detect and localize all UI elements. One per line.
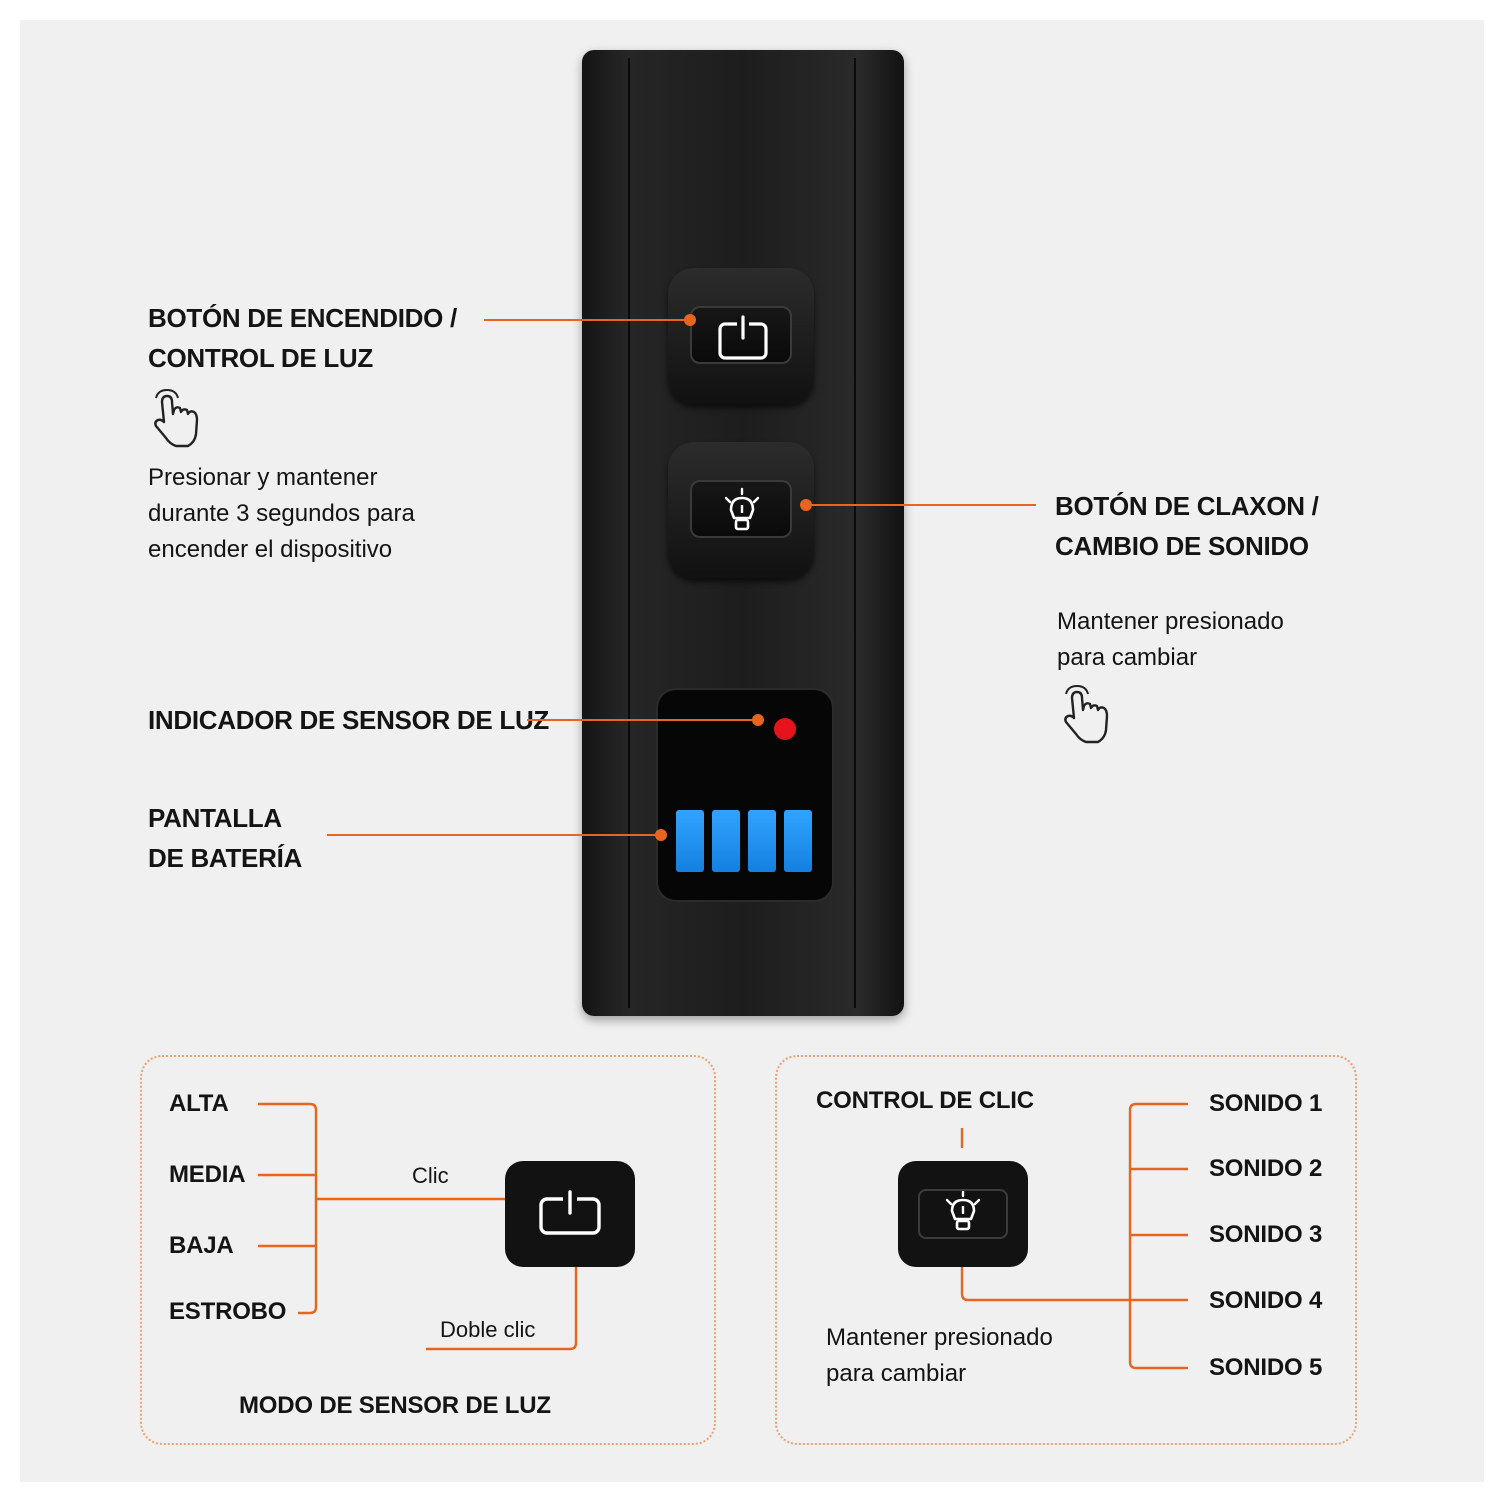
hand-press-icon <box>154 388 199 448</box>
horn-icon <box>724 487 760 531</box>
click-control-title: CONTROL DE CLIC <box>816 1087 1034 1114</box>
battery-bar <box>676 810 704 872</box>
device-edge-groove <box>628 58 630 1008</box>
mode-alta: ALTA <box>169 1090 229 1117</box>
horn-button-description: Mantener presionado para cambiar <box>1057 608 1284 671</box>
power-icon <box>539 1190 601 1235</box>
sound-option-5: SONIDO 5 <box>1209 1354 1323 1381</box>
sound-option-2: SONIDO 2 <box>1209 1155 1323 1182</box>
horn-icon <box>945 1189 981 1231</box>
battery-display-heading: PANTALLA DE BATERÍA <box>148 803 302 873</box>
sensor-indicator-heading: INDICADOR DE SENSOR DE LUZ <box>148 705 550 735</box>
hand-press-icon <box>1064 684 1109 744</box>
power-button-description: Presionar y mantener durante 3 segundos … <box>148 464 415 563</box>
bike-light-device <box>582 50 904 1016</box>
battery-display-leader-dot <box>655 829 667 841</box>
horn-button-mini-face <box>918 1189 1008 1239</box>
power-button-mini <box>505 1161 635 1267</box>
mode-media: MEDIA <box>169 1161 246 1188</box>
battery-bar <box>712 810 740 872</box>
sound-mode-box <box>775 1055 1357 1445</box>
light-mode-connector-lines <box>258 1102 578 1351</box>
sound-connector-lines <box>960 1102 1188 1370</box>
battery-bar <box>748 810 776 872</box>
horn-button-leader-line <box>806 504 1036 506</box>
click-label: Clic <box>412 1163 449 1188</box>
power-button-leader-dot <box>684 314 696 326</box>
horn-button-heading: BOTÓN DE CLAXON / CAMBIO DE SONIDO <box>1055 491 1319 561</box>
light-mode-box <box>140 1055 716 1445</box>
battery-bar <box>784 810 812 872</box>
power-button[interactable] <box>668 268 814 404</box>
mode-estrobo: ESTROBO <box>169 1298 287 1325</box>
power-button-leader-line <box>484 319 689 321</box>
power-button-face <box>690 306 792 364</box>
sound-option-3: SONIDO 3 <box>1209 1221 1323 1248</box>
battery-display-leader-line <box>327 834 661 836</box>
light-mode-title: MODO DE SENSOR DE LUZ <box>239 1392 551 1419</box>
sound-hold-description: Mantener presionado para cambiar <box>826 1324 1053 1387</box>
power-icon <box>718 315 768 360</box>
mode-baja: BAJA <box>169 1232 234 1259</box>
sensor-indicator-leader-line <box>527 719 757 721</box>
power-button-heading: BOTÓN DE ENCENDIDO / CONTROL DE LUZ <box>148 303 457 373</box>
device-edge-groove <box>854 58 856 1008</box>
horn-button-mini <box>898 1161 1028 1267</box>
horn-button[interactable] <box>668 442 814 578</box>
horn-button-leader-dot <box>800 499 812 511</box>
light-sensor-led <box>774 718 796 740</box>
sound-option-1: SONIDO 1 <box>1209 1090 1323 1117</box>
battery-display <box>656 688 834 902</box>
double-click-label: Doble clic <box>440 1317 536 1342</box>
sound-option-4: SONIDO 4 <box>1209 1287 1323 1314</box>
sensor-indicator-leader-dot <box>752 714 764 726</box>
